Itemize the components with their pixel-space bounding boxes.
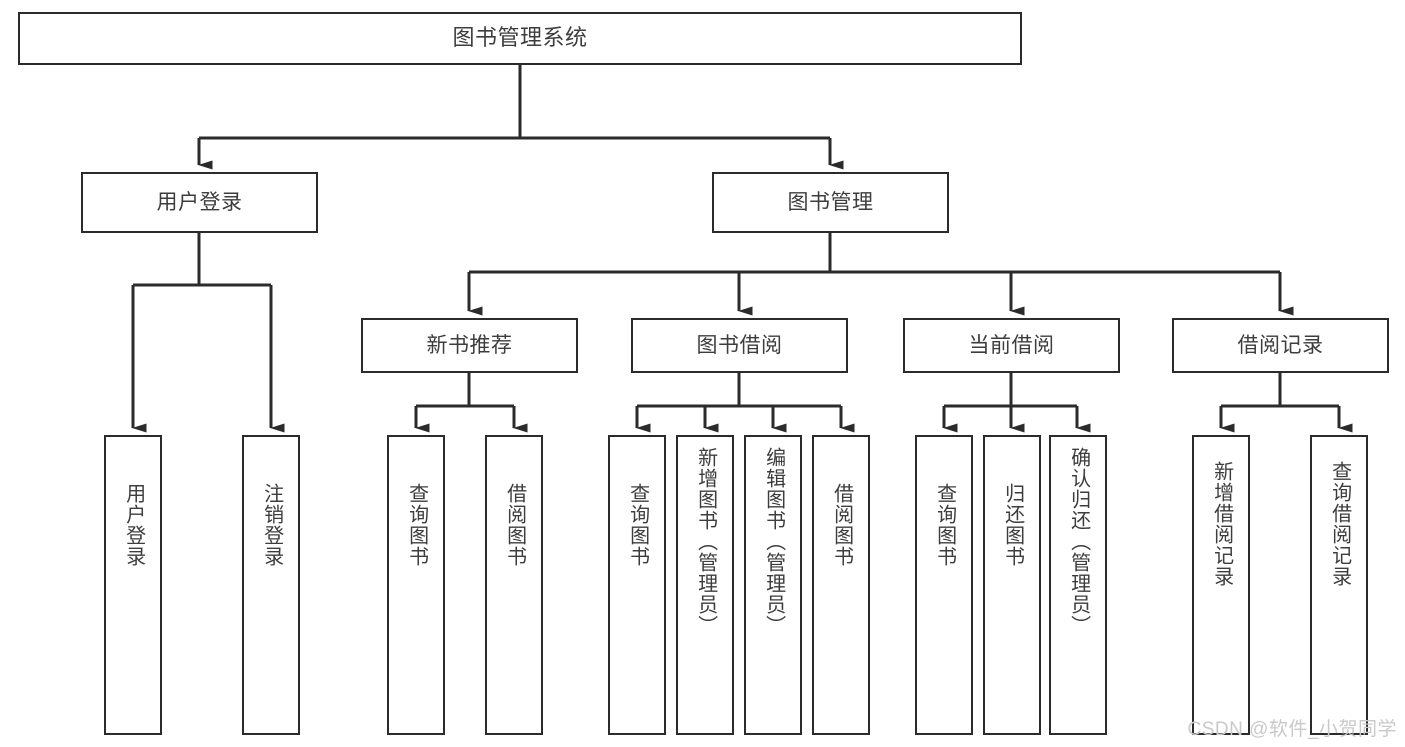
node-book-manage[interactable]: 图书管理	[712, 172, 949, 233]
node-label: 编辑图书（管理员）	[762, 447, 785, 636]
node-leaf-user-login[interactable]: 用户登录	[104, 435, 162, 735]
node-borrow-record[interactable]: 借阅记录	[1172, 318, 1389, 373]
node-label: 新增借阅记录	[1210, 461, 1233, 587]
node-leaf-borrow-book-2[interactable]: 借阅图书	[812, 435, 870, 735]
node-label: 借阅图书	[830, 483, 853, 567]
node-label: 注销登录	[260, 483, 283, 567]
node-label: 查询借阅记录	[1328, 461, 1351, 587]
node-label: 用户登录	[156, 190, 243, 214]
node-label: 新增图书（管理员）	[694, 447, 717, 636]
node-label: 查询图书	[405, 483, 428, 567]
node-label: 查询图书	[933, 483, 956, 567]
node-leaf-borrow-book-1[interactable]: 借阅图书	[485, 435, 543, 735]
node-leaf-query-book-2[interactable]: 查询图书	[608, 435, 666, 735]
node-leaf-edit-book[interactable]: 编辑图书（管理员）	[744, 435, 802, 735]
node-leaf-add-book[interactable]: 新增图书（管理员）	[676, 435, 734, 735]
node-user-login[interactable]: 用户登录	[81, 172, 318, 233]
node-leaf-query-book-3[interactable]: 查询图书	[915, 435, 973, 735]
node-leaf-user-logout[interactable]: 注销登录	[242, 435, 300, 735]
node-label: 借阅图书	[503, 483, 526, 567]
node-new-book-rec[interactable]: 新书推荐	[361, 318, 578, 373]
node-current-borrow[interactable]: 当前借阅	[903, 318, 1120, 373]
node-label: 确认归还（管理员）	[1067, 447, 1090, 636]
node-label: 查询图书	[626, 483, 649, 567]
node-root-system[interactable]: 图书管理系统	[18, 12, 1022, 65]
csdn-watermark: CSDN @软件_小贺同学	[1187, 719, 1397, 740]
node-label: 当前借阅	[968, 333, 1055, 357]
node-label: 图书借阅	[696, 333, 783, 357]
node-leaf-query-record[interactable]: 查询借阅记录	[1310, 435, 1368, 735]
node-leaf-query-book-1[interactable]: 查询图书	[387, 435, 445, 735]
node-label: 新书推荐	[426, 333, 513, 357]
node-book-borrow[interactable]: 图书借阅	[631, 318, 848, 373]
node-label: 图书管理	[787, 190, 874, 214]
node-label: 归还图书	[1001, 483, 1024, 567]
node-leaf-confirm-return[interactable]: 确认归还（管理员）	[1049, 435, 1107, 735]
node-leaf-add-record[interactable]: 新增借阅记录	[1192, 435, 1250, 735]
node-label: 用户登录	[122, 483, 145, 567]
node-label: 借阅记录	[1237, 333, 1324, 357]
node-label: 图书管理系统	[452, 25, 588, 51]
node-leaf-return-book[interactable]: 归还图书	[983, 435, 1041, 735]
